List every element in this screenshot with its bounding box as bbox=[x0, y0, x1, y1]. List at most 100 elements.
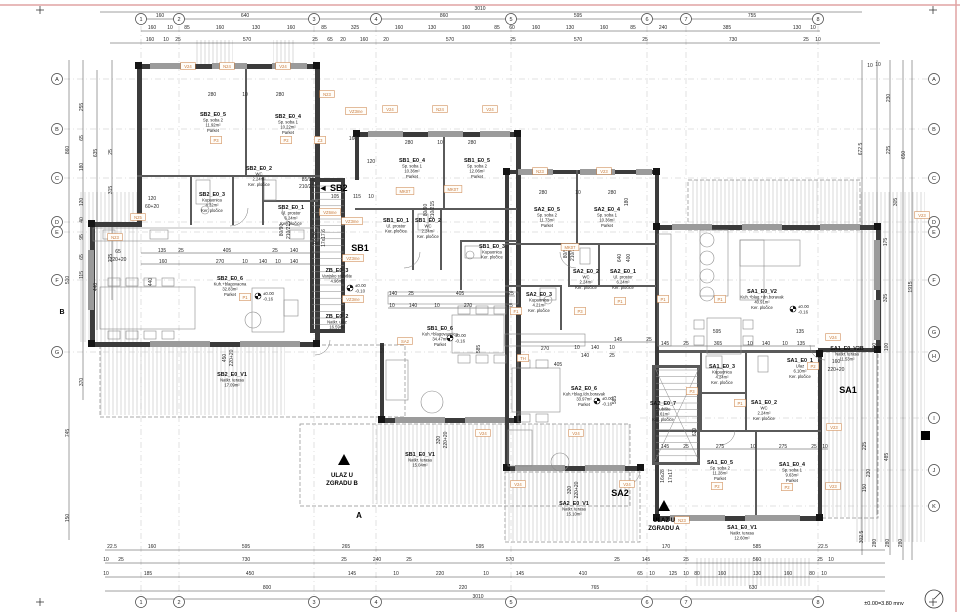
dimension-text: 370 bbox=[79, 378, 85, 387]
grid-bubble-label: 4 bbox=[374, 17, 377, 23]
grid-bubble bbox=[812, 596, 824, 608]
grid-bubble bbox=[812, 13, 824, 25]
dimension-text: 25 bbox=[507, 303, 513, 309]
dimension-text: 10 bbox=[828, 557, 834, 563]
code-tag-text: V24 bbox=[514, 482, 522, 487]
dimension-text: 10 bbox=[782, 341, 788, 347]
furniture-circle bbox=[420, 390, 444, 414]
wall-segment bbox=[310, 329, 345, 333]
room-info-line: Ker. pločice bbox=[789, 374, 811, 379]
door-swing-arc bbox=[403, 251, 421, 269]
code-tag-text: MK07 bbox=[400, 189, 412, 194]
room-info-line: 5.61m² bbox=[656, 412, 670, 417]
door-swing-arc bbox=[809, 344, 826, 361]
dimension-text: 10 bbox=[103, 557, 109, 563]
window-opening bbox=[672, 224, 712, 230]
dimension-text: 140 bbox=[591, 345, 600, 351]
window-opening bbox=[636, 169, 652, 175]
furniture-outline bbox=[107, 277, 121, 287]
grid-bubble bbox=[928, 73, 940, 85]
code-tag-box bbox=[345, 107, 367, 115]
dimension-text: 10 bbox=[810, 25, 816, 31]
room-id-label: SB1_E0_1 bbox=[383, 218, 409, 224]
dimension-text: 585 bbox=[380, 345, 386, 354]
furniture-outline bbox=[507, 429, 533, 467]
dimension-text: 25 bbox=[175, 37, 181, 43]
grid-bubble bbox=[370, 596, 382, 608]
grid-bubble bbox=[680, 13, 692, 25]
grid-bubble-label: B bbox=[55, 127, 59, 133]
dimension-text: 160 bbox=[287, 25, 296, 31]
dimension-text: 25 bbox=[683, 557, 689, 563]
partition-wall bbox=[355, 208, 517, 210]
furniture-outline bbox=[475, 305, 489, 315]
dimension-text: 270 bbox=[541, 346, 550, 352]
elevation-symbol-quadrant bbox=[597, 398, 600, 401]
code-tag-box bbox=[397, 337, 413, 345]
room-info-line: Ker. pločice bbox=[575, 285, 597, 290]
elevation-value: ±0.00 bbox=[798, 304, 810, 309]
elevation-value: -0.16 bbox=[263, 297, 274, 302]
partition-wall bbox=[412, 208, 414, 270]
furniture-circle bbox=[699, 232, 715, 248]
window-opening bbox=[820, 224, 860, 230]
room-info-line: WC bbox=[256, 172, 263, 177]
wall-pier bbox=[653, 223, 660, 230]
dimension-text: 10 bbox=[103, 571, 109, 577]
grid-bubble bbox=[51, 172, 63, 184]
code-tag-text: V24 bbox=[184, 64, 192, 69]
room-info-line: 15.10m² bbox=[566, 512, 582, 517]
dimension-text: 280 bbox=[405, 140, 414, 146]
room-info-line: Ker. pločice bbox=[417, 234, 439, 239]
dimension-text: 25 bbox=[341, 557, 347, 563]
grid-bubble-label: 1 bbox=[139, 600, 142, 606]
door-swing-arc bbox=[559, 251, 577, 269]
dimension-text: 365 bbox=[714, 341, 723, 347]
hatch-region bbox=[273, 40, 296, 66]
dimension-text: 220+20 bbox=[443, 431, 449, 448]
dimension-text: 570 bbox=[243, 37, 252, 43]
room-info-line: 10.36m² bbox=[404, 169, 420, 174]
room-id-label: SA1_E0_V2B bbox=[830, 346, 864, 352]
furniture-outline bbox=[657, 233, 672, 347]
furniture-outline bbox=[92, 227, 319, 242]
window-opening bbox=[88, 250, 94, 310]
marker-text: ULAZ U bbox=[653, 518, 675, 524]
dimension-text: 140 bbox=[259, 259, 268, 265]
marker-text: ±0.00=3.80 mnv bbox=[864, 601, 904, 607]
partition-wall bbox=[505, 285, 562, 287]
dimension-text: 25 bbox=[406, 557, 412, 563]
dimension-text: 10 bbox=[750, 444, 756, 450]
dimension-text: 105 bbox=[331, 194, 340, 200]
grid-bubble-label: 1 bbox=[139, 17, 142, 23]
furniture-circle bbox=[200, 205, 210, 215]
code-tag-box bbox=[342, 254, 364, 262]
room-id-label: SA2_E0_6 bbox=[571, 386, 597, 392]
dimension-text: 175 bbox=[883, 238, 889, 247]
dimension-text: 170 bbox=[662, 544, 671, 550]
dimension-text: 25 bbox=[408, 291, 414, 297]
dimension-text: 80/90 bbox=[423, 204, 429, 217]
window-opening bbox=[745, 515, 800, 521]
code-tag-text: V23 bbox=[918, 213, 926, 218]
elevation-symbol-quadrant bbox=[594, 401, 597, 404]
dimension-text: 400 bbox=[626, 254, 632, 263]
room-id-label: SA1_E0_4 bbox=[779, 462, 805, 468]
wall-pier bbox=[353, 130, 360, 137]
partition-wall bbox=[659, 430, 821, 432]
furniture-outline bbox=[539, 287, 557, 301]
dimension-text: 145 bbox=[516, 571, 525, 577]
code-tag-text: P1 bbox=[617, 299, 623, 304]
elevation-value: ±0.00 bbox=[602, 396, 614, 401]
window-opening bbox=[874, 240, 880, 290]
room-info-line: Sp. soba 2 bbox=[537, 213, 558, 218]
code-tag-text: N25 bbox=[134, 215, 142, 220]
room-info-line: Sp. soba 1 bbox=[402, 164, 423, 169]
room-id-label: SB1_E0_5 bbox=[464, 158, 490, 164]
dimension-text: 80 bbox=[809, 571, 815, 577]
room-id-label: SB1_E0_4 bbox=[399, 158, 425, 164]
furniture-outline bbox=[535, 359, 549, 369]
grid-bubble bbox=[928, 123, 940, 135]
dimension-text: 10 bbox=[368, 194, 374, 200]
code-tag-box bbox=[826, 423, 842, 431]
